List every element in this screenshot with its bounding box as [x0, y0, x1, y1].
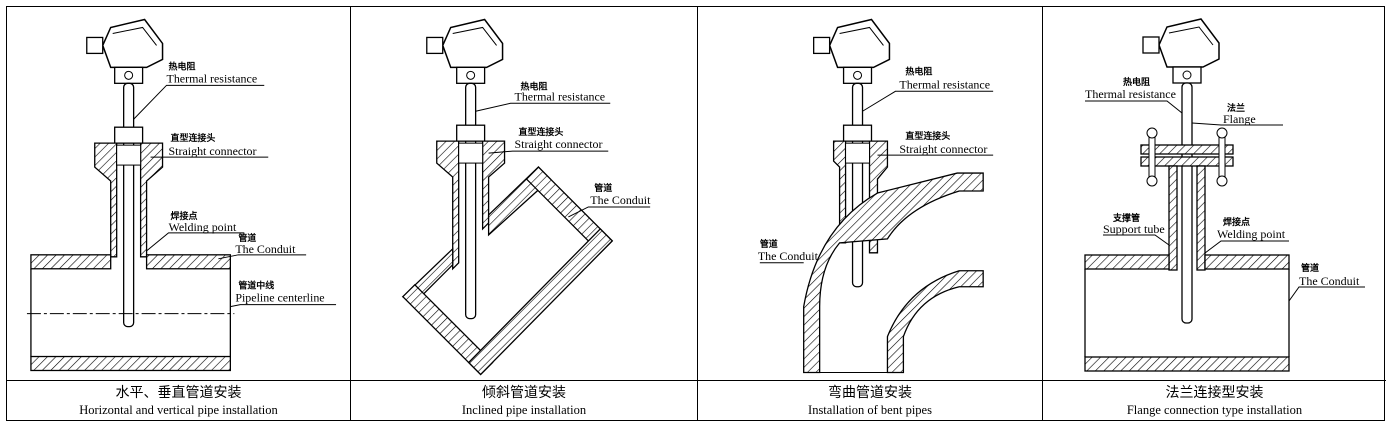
label-cn-straight-connector: 直型连接头 [519, 126, 564, 138]
caption-en: Installation of bent pipes [808, 403, 932, 417]
support-tube [1168, 165, 1206, 271]
caption-en: Horizontal and vertical pipe installatio… [79, 403, 278, 417]
straight-connector [436, 140, 506, 271]
connector-nut [456, 124, 486, 142]
label-conduit: The Conduit [1299, 274, 1360, 288]
label-support-tube: Support tube [1103, 222, 1165, 236]
caption-cn: 水平、垂直管道安装 [115, 385, 242, 401]
label-cn-conduit: 管道 [594, 182, 612, 194]
diagram-flange: 热电阻 Thermal resistance 法兰 Flange 支撑管 Sup… [1084, 18, 1365, 372]
label-conduit: The Conduit [758, 249, 819, 263]
diagram-inclined: 热电阻 Thermal resistance 直型连接头 Straight co… [401, 18, 651, 376]
label-cn-thermal-resistance: 热电阻 [905, 65, 932, 77]
caption-cn: 弯曲管道安装 [828, 385, 912, 401]
installation-figure: 热电阻 Thermal resistance 直型连接头 Straight co… [6, 6, 1386, 421]
sensor-head [1142, 18, 1220, 84]
caption-horizontal-vertical: 水平、垂直管道安装 Horizontal and vertical pipe i… [7, 380, 350, 420]
label-cn-flange: 法兰 [1227, 102, 1245, 114]
label-thermal-resistance: Thermal resistance [899, 77, 990, 91]
label-straight-connector: Straight connector [169, 144, 257, 158]
conduit-pipe [26, 254, 235, 372]
connector-nut [842, 124, 873, 142]
label-conduit: The Conduit [590, 193, 651, 207]
thermal-resistance-rod [1181, 82, 1193, 324]
panel-flange: 热电阻 Thermal resistance 法兰 Flange 支撑管 Sup… [1043, 7, 1386, 420]
conduit-pipe [401, 166, 614, 376]
label-cn-thermal-resistance: 热电阻 [1123, 76, 1150, 88]
panel-bent: 热电阻 Thermal resistance 直型连接头 Straight co… [698, 7, 1043, 420]
label-cn-conduit: 管道 [1301, 262, 1319, 274]
diagram-horizontal-vertical: 热电阻 Thermal resistance 直型连接头 Straight co… [26, 18, 337, 372]
panel-inclined: 热电阻 Thermal resistance 直型连接头 Straight co… [351, 7, 698, 420]
label-straight-connector: Straight connector [899, 142, 987, 156]
sensor-head [86, 18, 164, 84]
label-pipeline-centerline: Pipeline centerline [235, 291, 324, 305]
caption-bent: 弯曲管道安装 Installation of bent pipes [698, 380, 1042, 420]
label-cn-welding-point: 焊接点 [1223, 216, 1250, 228]
label-thermal-resistance: Thermal resistance [167, 71, 258, 85]
thermal-resistance-rod [123, 82, 135, 328]
label-cn-straight-connector: 直型连接头 [905, 130, 950, 142]
thermal-resistance-rod [465, 82, 477, 320]
caption-cn: 倾斜管道安装 [482, 385, 566, 401]
panel-horizontal-vertical: 热电阻 Thermal resistance 直型连接头 Straight co… [7, 7, 351, 420]
conduit-pipe [1084, 254, 1290, 372]
label-cn-thermal-resistance: 热电阻 [169, 60, 196, 72]
diagram-bent: 热电阻 Thermal resistance 直型连接头 Straight co… [758, 18, 994, 374]
label-cn-conduit: 管道 [760, 238, 778, 250]
label-cn-pipeline-centerline: 管道中线 [238, 280, 274, 292]
label-thermal-resistance: Thermal resistance [515, 89, 606, 103]
sensor-head [426, 18, 504, 84]
flange [1140, 127, 1234, 187]
label-conduit: The Conduit [235, 242, 296, 256]
label-thermal-resistance: Thermal resistance [1085, 87, 1176, 101]
caption-cn: 法兰连接型安装 [1165, 385, 1264, 401]
label-cn-straight-connector: 直型连接头 [171, 132, 216, 144]
label-flange: Flange [1223, 112, 1256, 126]
label-cn-support-tube: 支撑管 [1112, 212, 1140, 224]
caption-flange: 法兰连接型安装 Flange connection type installat… [1043, 380, 1386, 420]
caption-en: Inclined pipe installation [461, 403, 587, 417]
label-straight-connector: Straight connector [515, 137, 603, 151]
label-welding-point: Welding point [1217, 227, 1286, 241]
connector-nut [114, 126, 144, 144]
caption-en: Flange connection type installation [1126, 403, 1303, 417]
caption-inclined: 倾斜管道安装 Inclined pipe installation [351, 380, 697, 420]
thermal-resistance-rod [851, 82, 864, 288]
label-cn-thermal-resistance: 热电阻 [521, 80, 548, 92]
label-welding-point: Welding point [169, 220, 237, 234]
sensor-head [813, 18, 891, 84]
conduit-pipe [803, 172, 984, 374]
label-cn-welding-point: 焊接点 [171, 210, 198, 222]
label-cn-conduit: 管道 [238, 232, 256, 244]
